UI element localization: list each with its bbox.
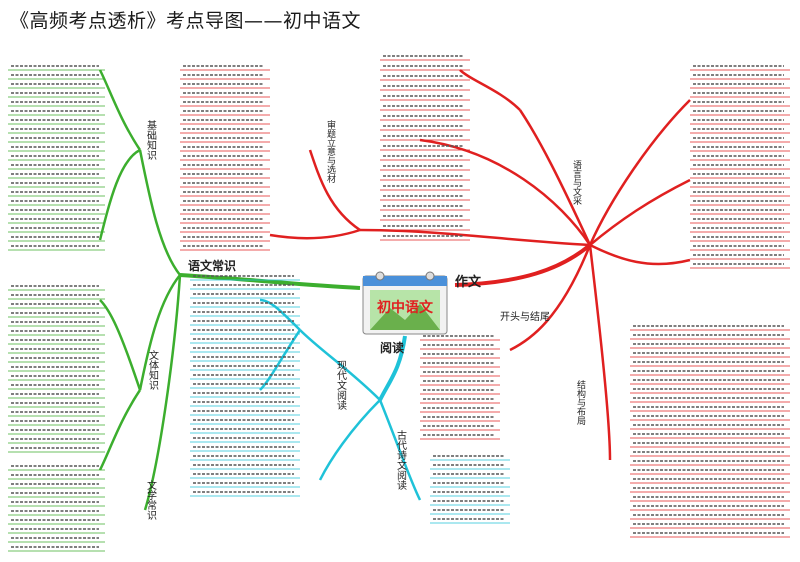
branch-label-zuowen: 作文 xyxy=(455,274,482,290)
red-sub-0 xyxy=(518,109,592,246)
red-sub-2 xyxy=(588,99,691,246)
branch-line-yuwen xyxy=(179,273,361,290)
green-sub-0 xyxy=(138,149,181,276)
branch-line-zuowen xyxy=(454,243,592,287)
label-gudai: 古代诗文阅读 xyxy=(395,429,407,491)
cyan-sub-4 xyxy=(259,329,302,391)
label-wenxue: 文学常识 xyxy=(145,479,157,521)
center-label: 初中语文 xyxy=(377,299,434,316)
red-sub-3 xyxy=(589,178,691,246)
red-sub-1 xyxy=(459,69,521,111)
branch-line-yuedu xyxy=(378,335,407,401)
red-sub-10 xyxy=(269,228,361,240)
label-jiegou: 结构与布局 xyxy=(575,379,586,426)
page-title: 《高频考点透析》考点导图——初中语文 xyxy=(10,10,362,32)
red-sub-5 xyxy=(509,244,592,352)
green-sub-5 xyxy=(99,299,142,391)
label-jichu: 基础知识 xyxy=(145,119,157,161)
green-sub-3 xyxy=(98,69,142,151)
branch-label-yuwen: 语文常识 xyxy=(188,258,236,273)
cyan-sub-0 xyxy=(299,329,381,401)
red-sub-9 xyxy=(308,149,361,232)
cyan-sub-2 xyxy=(378,399,422,501)
branch-label-yuedu: 阅读 xyxy=(380,340,404,355)
green-sub-1 xyxy=(138,274,181,391)
green-sub-4 xyxy=(98,148,141,241)
green-sub-2 xyxy=(143,274,182,511)
label-shenti: 审题立意与选材 xyxy=(325,119,336,183)
label-wenti: 文体知识 xyxy=(147,349,159,391)
label-yuyan: 语言与文采 xyxy=(571,160,582,206)
cyan-sub-1 xyxy=(318,399,381,481)
label-kaitou: 开头与结尾 xyxy=(500,310,550,323)
cyan-sub-3 xyxy=(259,298,301,331)
red-sub-8 xyxy=(359,228,591,247)
center-calendar-icon: 初中语文 xyxy=(362,271,448,335)
red-sub-4 xyxy=(589,243,691,266)
label-xiandai: 现代文阅读 xyxy=(335,360,347,411)
green-sub-6 xyxy=(98,389,142,471)
red-sub-6 xyxy=(588,244,612,461)
